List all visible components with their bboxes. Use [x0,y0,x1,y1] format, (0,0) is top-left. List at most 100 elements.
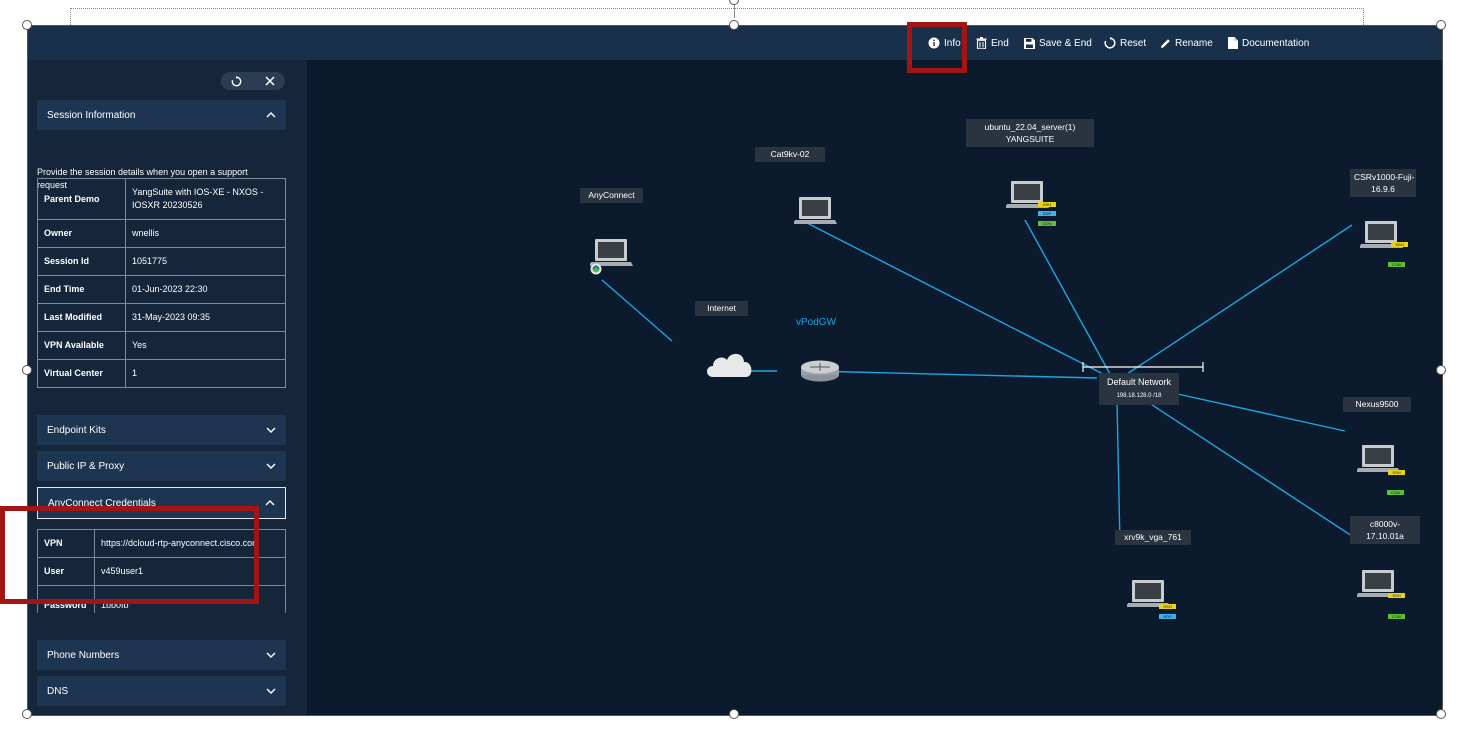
document-icon [1228,37,1238,49]
row-key: VPN Available [37,331,126,360]
c8000v-ssh-badge[interactable]: SSH [1388,593,1405,598]
chevron-up-icon [266,112,276,118]
info-icon [928,37,940,49]
documentation-label: Documentation [1242,37,1310,49]
credentials-highlight-box [0,506,259,604]
ubuntu-ssh-badge[interactable]: SSH [1038,202,1056,207]
endpoint-kits-accordion[interactable]: Endpoint Kits [37,415,286,445]
row-value: Yes [125,331,286,360]
info-button[interactable]: Info [928,34,961,52]
csrv-laptop-icon[interactable] [1360,218,1406,260]
close-icon [265,76,275,86]
ubuntu-label-line1: ubuntu_22.04_server(1) [984,122,1076,132]
xrv-laptop-icon[interactable] [1127,577,1173,619]
ubuntu-label: ubuntu_22.04_server(1)YANGSUITE [966,119,1094,147]
dcloud-session-window: Info End Save & End Reset Rename Documen… [27,25,1443,716]
close-sidebar-button[interactable] [262,73,278,89]
csrv-label-line2: 16.9.6 [1371,184,1395,194]
chevron-down-icon [266,463,276,469]
resize-handle-middle-right[interactable] [1436,365,1446,375]
session-sidebar: Session Information Provide the session … [28,60,307,715]
trash-icon [976,37,987,49]
resize-handle-middle-left[interactable] [22,365,32,375]
chevron-down-icon [266,427,276,433]
cat9kv-laptop-icon[interactable] [794,194,840,236]
dns-accordion[interactable]: DNS [37,676,286,706]
info-highlight-box [907,22,967,73]
phone-numbers-accordion[interactable]: Phone Numbers [37,640,286,670]
rename-label: Rename [1175,37,1213,49]
csrv-ssh-badge[interactable]: SSH [1391,242,1408,247]
default-network-label[interactable]: Default Network 198.18.128.0 /18 [1099,373,1179,405]
pencil-icon [1161,38,1170,48]
public-ip-proxy-title: Public IP & Proxy [47,461,125,472]
end-button[interactable]: End [976,34,1009,52]
link-anyconnect-internet [601,279,673,342]
row-value: 1 [125,359,286,388]
ubuntu-con-badge[interactable]: CON [1038,221,1056,226]
save-and-end-button[interactable]: Save & End [1024,34,1092,52]
resize-handle-top-right[interactable] [1436,20,1446,30]
save-and-end-label: Save & End [1039,37,1092,49]
row-key: User [37,557,95,586]
resize-handle-bottom-left[interactable] [22,709,32,719]
link-network-xrv [1116,401,1121,546]
resize-handle-bottom-right[interactable] [1436,709,1446,719]
row-value: 1051775 [125,247,286,276]
csrv-label-line1: CSRv1000-Fuji- [1354,172,1415,182]
reset-button[interactable]: Reset [1104,34,1146,52]
resize-handle-top-center[interactable] [729,20,739,30]
router-icon[interactable] [798,359,842,383]
xrv-rdp-badge[interactable]: RDP [1159,614,1176,619]
ubuntu-rdp-badge[interactable]: RDP [1038,211,1056,216]
cat9kv-label: Cat9kv-02 [755,147,825,162]
reset-icon [1104,37,1116,49]
floppy-disk-icon [1024,37,1035,49]
dns-title: DNS [47,686,69,697]
default-network-name: Default Network [1106,377,1172,387]
rename-button[interactable]: Rename [1160,34,1213,52]
rotation-line [734,0,735,18]
session-information-title: Session Information [47,110,136,121]
anyconnect-label: AnyConnect [580,188,643,203]
link-network-c8000v [1136,394,1356,539]
nexus-ssh-badge[interactable]: SSH [1388,470,1405,475]
resize-handle-bottom-center[interactable] [729,709,739,719]
top-toolbar: Info End Save & End Reset Rename Documen… [28,26,1442,60]
resize-handle-top-left[interactable] [22,20,32,30]
row-key: Virtual Center [37,359,126,388]
anyconnect-laptop-icon[interactable] [590,236,636,281]
c8000v-label-line2: 17.10.01a [1366,531,1404,541]
xrv-ssh-badge[interactable]: SSH [1159,604,1176,609]
placeholder-outline [70,8,1364,27]
refresh-button[interactable] [228,73,244,89]
row-value: wnellis [125,219,286,248]
nexus-label: Nexus9500 [1343,397,1411,412]
rotate-handle[interactable] [729,0,739,5]
row-key: Last Modified [37,303,126,332]
csrv-label: CSRv1000-Fuji- 16.9.6 [1350,169,1416,197]
link-cat9kv-network [806,222,1108,377]
vpodgw-label: vPodGW [796,317,837,328]
sidebar-controls [221,72,285,90]
nexus-con-badge[interactable]: CON [1387,490,1404,495]
chevron-down-icon [266,688,276,694]
anyconnect-credentials-accordion[interactable]: AnyConnect Credentials [37,487,286,519]
network-bracket [1082,362,1204,372]
c8000v-laptop-icon[interactable] [1357,567,1403,609]
internet-cloud-icon[interactable] [705,347,755,379]
xrv-label: xrv9k_vga_761 [1115,530,1191,545]
info-label: Info [944,37,961,49]
csrv-con-badge[interactable]: CON [1388,262,1405,267]
nexus-laptop-icon[interactable] [1357,442,1403,484]
documentation-button[interactable]: Documentation [1228,34,1309,52]
session-information-accordion[interactable]: Session Information [37,100,286,130]
c8000v-con-badge[interactable]: CON [1388,614,1405,619]
public-ip-proxy-accordion[interactable]: Public IP & Proxy [37,451,286,481]
row-value: YangSuite with IOS-XE - NXOS - IOSXR 202… [125,178,286,220]
link-vpodgw-network [811,370,1098,379]
